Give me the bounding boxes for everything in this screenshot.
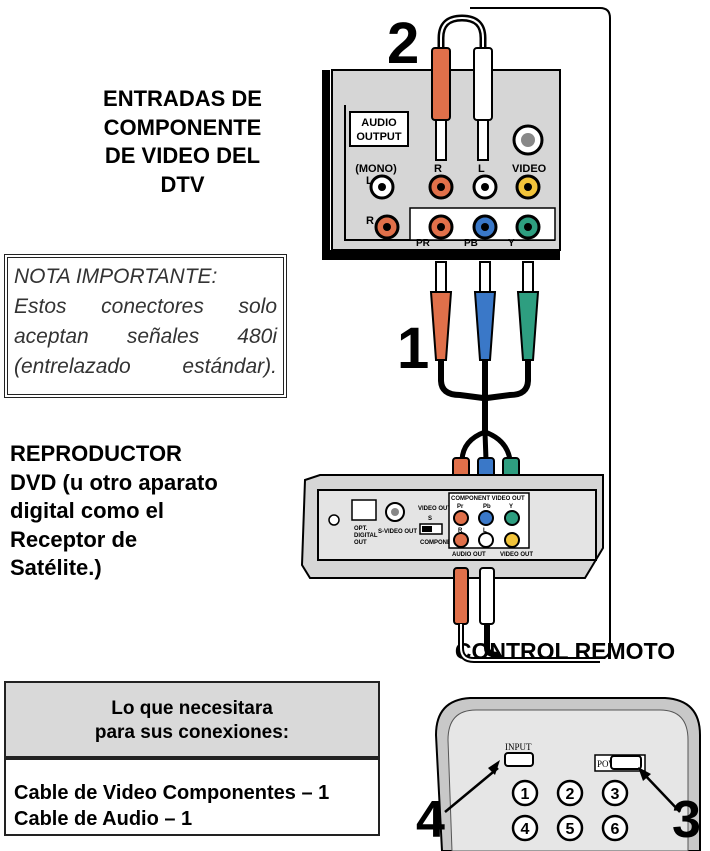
remote-button-4[interactable] [511, 814, 539, 842]
remote-control: INPUT POWER 1 2 3 4 5 6 [434, 697, 701, 851]
dvd-component-out-label: COMPONENT VIDEO OUT [451, 496, 525, 502]
note-line-3: aceptan señales 480i [14, 325, 277, 348]
dvd-optical-port [351, 499, 377, 521]
dvd-r-label: R [458, 528, 463, 534]
needs-items: Cable de Video Componentes – 1 Cable de … [6, 760, 378, 832]
tv-mono-label: (MONO) [355, 163, 397, 175]
dvd-screw-icon [328, 514, 340, 526]
dvd-video-jack [504, 532, 520, 548]
step-number-2: 2 [387, 11, 420, 76]
remote-button-3[interactable] [601, 779, 629, 807]
step-number-1: 1 [397, 316, 430, 381]
remote-button-3-label: 3 [611, 786, 620, 803]
note-title: NOTA IMPORTANTE: [14, 265, 218, 288]
tv-pr-label: PR [416, 238, 431, 249]
dvd-audio-plug-white [479, 567, 495, 625]
tv-inputs-line-3: DE VIDEO DEL [104, 143, 261, 169]
tv-pb-label: PB [464, 238, 478, 249]
important-note-box: NOTA IMPORTANTE: Estos conectores solo a… [4, 254, 287, 398]
dvd-opt-label-1: OPT. [354, 526, 368, 532]
dvd-pb-jack [478, 510, 494, 526]
remote-number-buttons: 1 2 3 4 5 6 [511, 779, 629, 842]
remote-button-2[interactable] [556, 779, 584, 807]
tv-input-r-label: R [434, 163, 442, 175]
step-3-arrow [641, 771, 681, 813]
remote-button-1[interactable] [511, 779, 539, 807]
tv-y-label: Y [508, 238, 515, 249]
dvd-y-label: Y [509, 504, 513, 510]
step-number-4: 4 [416, 791, 445, 849]
remote-input-button[interactable] [504, 752, 534, 767]
dvd-video-out-label: VIDEO OUT [500, 552, 533, 558]
tv-component-inputs-label: ENTRADAS DE COMPONENTE DE VIDEO DEL DTV [80, 85, 285, 199]
audio-cable-top [431, 14, 493, 161]
tv-video-label: VIDEO [512, 163, 547, 175]
dvd-y-jack [504, 510, 520, 526]
dvd-audio-r-jack [453, 532, 469, 548]
component-plug-green [516, 291, 540, 361]
tv-audio-output-label-1: AUDIO [361, 117, 397, 129]
needs-item-video-cable: Cable de Video Componentes – 1 [14, 782, 330, 804]
note-line-2: Estos conectores solo [14, 295, 277, 318]
player-line-3: digital como el [10, 498, 165, 524]
needs-header: Lo que necesitara para sus conexiones: [6, 683, 378, 760]
dvd-opt-label-3: OUT [354, 540, 367, 546]
tv-inputs-line-1: ENTRADAS DE [103, 86, 262, 111]
component-plug-red [429, 291, 453, 361]
remote-button-5-label: 5 [566, 821, 575, 838]
player-line-4: Receptor de [10, 526, 138, 552]
dvd-l-label: L [483, 528, 487, 534]
dvd-svideo-label: S-VIDEO OUT [378, 529, 417, 535]
player-line-5: Satélite.) [10, 555, 102, 581]
tv-inputs-line-2: COMPONENTE [103, 114, 262, 140]
needs-item-audio-cable: Cable de Audio – 1 [14, 808, 193, 830]
needs-header-line-2: para sus conexiones: [94, 722, 290, 743]
remote-button-5[interactable] [556, 814, 584, 842]
remote-button-6-label: 6 [611, 821, 620, 838]
dvd-component-label: COMPONENT [420, 540, 459, 546]
note-line-4: (entrelazado estándar). [14, 355, 277, 378]
dvd-opt-label-2: DIGITAL [354, 533, 378, 539]
tv-audio-r-label: R [366, 215, 374, 227]
dvd-player: OPT. DIGITAL OUT S-VIDEO OUT VIDEO OUT S… [300, 474, 604, 579]
remote-power-button[interactable] [610, 755, 642, 770]
needs-header-line-1: Lo que necesitara [111, 698, 273, 719]
player-line-1: REPRODUCTOR [10, 441, 182, 466]
what-you-need-box: Lo que necesitara para sus conexiones: C… [4, 681, 380, 836]
dvd-player-label: REPRODUCTOR DVD (u otro aparato digital … [10, 440, 295, 583]
dvd-select-s-label: S [428, 516, 432, 522]
step-4-arrow [444, 767, 499, 813]
remote-input-label: INPUT [505, 742, 532, 752]
tv-audio-l-label: L [366, 175, 373, 187]
component-plug-blue [473, 291, 497, 361]
dvd-audio-out-label: AUDIO OUT [452, 552, 486, 558]
dvd-pr-jack [453, 510, 469, 526]
step-number-3: 3 [672, 791, 701, 849]
wall-outline [470, 7, 611, 659]
component-video-cable [429, 261, 540, 495]
dvd-pb-label: Pb [483, 504, 491, 510]
player-line-2: DVD (u otro aparato [10, 469, 218, 495]
tv-audio-output-label-2: OUTPUT [356, 131, 402, 143]
remote-button-2-label: 2 [566, 786, 575, 803]
dvd-audio-plug-red [453, 567, 469, 625]
tv-input-l-label: L [478, 163, 485, 175]
remote-button-6[interactable] [601, 814, 629, 842]
audio-cable-bottom [453, 567, 600, 663]
dvd-audio-l-jack [478, 532, 494, 548]
audio-plug-red [431, 47, 451, 121]
tv-inputs-line-4: DTV [160, 171, 205, 197]
audio-plug-white [473, 47, 493, 121]
dvd-select-label: VIDEO OUT SELECT [418, 506, 477, 512]
remote-button-4-label: 4 [521, 821, 530, 838]
remote-button-1-label: 1 [521, 786, 530, 803]
dvd-pr-label: Pr [457, 504, 464, 510]
